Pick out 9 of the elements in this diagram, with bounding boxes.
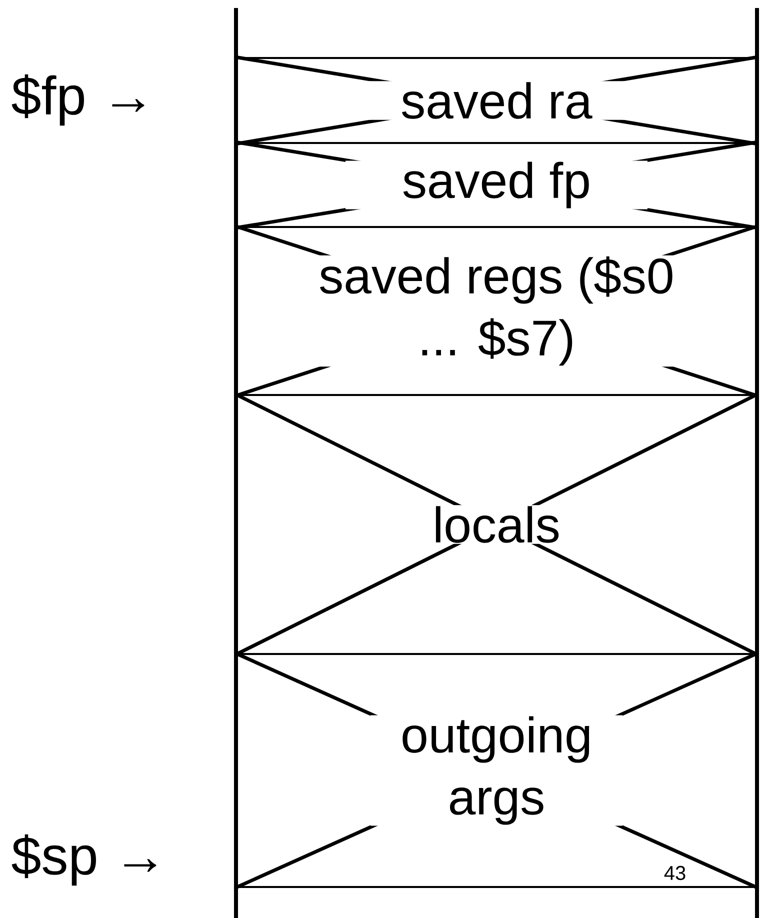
node-label: saved regs ($s0 ... $s7) — [320, 256, 672, 366]
crossed-out-stack-slot: saved regs ($s0 ... $s7) — [234, 224, 759, 398]
crossed-out-stack-slot: locals — [234, 392, 759, 657]
pointer-label: $sp → — [10, 833, 168, 887]
node-label: saved fp — [403, 162, 589, 208]
crossed-out-stack-slot: saved fp — [234, 140, 758, 230]
pointer-label: $fp → — [10, 73, 156, 127]
crossed-out-stack-slot: saved ra — [234, 55, 758, 146]
page-number: 43 — [662, 864, 688, 882]
